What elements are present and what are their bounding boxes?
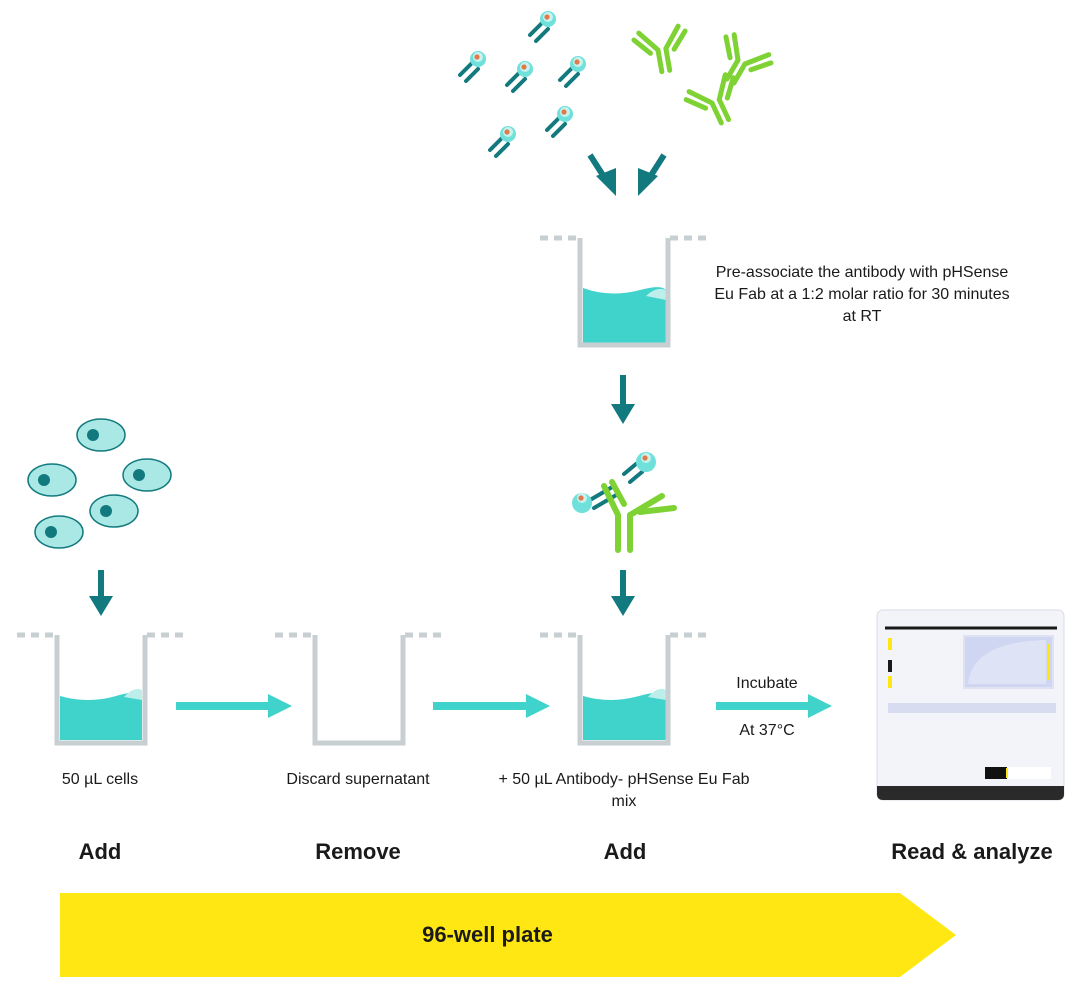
preassociation-well — [540, 235, 710, 348]
converge-arrows — [587, 153, 667, 196]
well-empty — [275, 632, 445, 746]
arrow-right-1 — [176, 694, 292, 718]
arrow-down-left-icon — [596, 168, 616, 196]
arrow-down-right-icon — [638, 168, 658, 196]
cell-icon — [76, 418, 126, 452]
cell-icon — [27, 463, 77, 497]
discard-label: Discard supernatant — [286, 771, 430, 788]
antibodies-group — [633, 25, 774, 132]
incubate-label: Incubate — [736, 675, 798, 692]
well-add-mix — [540, 632, 710, 746]
arrow-incubate — [716, 694, 832, 718]
fab-molecule-icon — [488, 124, 518, 158]
antibody-icon — [684, 72, 749, 132]
arrow-right-icon — [808, 694, 832, 718]
step-read-analyze: Read & analyze — [891, 839, 1053, 864]
cell-icon — [89, 494, 139, 528]
plate-reader-icon — [876, 609, 1065, 801]
step-remove: Remove — [315, 839, 401, 864]
fab-molecule-icon — [558, 54, 588, 88]
arrow-down-icon — [611, 596, 635, 616]
temperature-label: At 37°C — [739, 722, 795, 739]
arrow-down-icon — [89, 596, 113, 616]
plate-banner-arrow — [60, 893, 956, 977]
cells-volume-label: 50 µL cells — [61, 771, 139, 788]
banner-label: 96-well plate — [422, 922, 553, 947]
cell-icon — [34, 515, 84, 549]
cell-icon — [122, 458, 172, 492]
step-add-cells: Add — [78, 839, 122, 864]
arrow-into-add-well — [611, 570, 635, 616]
arrow-down-icon — [611, 404, 635, 424]
fab-molecule-icon — [458, 49, 488, 83]
fab-molecule-icon — [528, 9, 558, 43]
arrow-to-complex — [611, 375, 635, 424]
fab-molecules-group — [458, 9, 588, 158]
cells-group — [27, 418, 172, 549]
arrow-right-2 — [433, 694, 550, 718]
antibody-icon — [708, 32, 774, 94]
arrow-right-icon — [526, 694, 550, 718]
preassociation-note: Pre-associate the antibody with pHSense … — [714, 264, 1010, 325]
fab-molecule-icon — [545, 104, 575, 138]
step-add-mix: Add — [603, 839, 647, 864]
fab-molecule-icon — [505, 59, 535, 93]
arrow-right-icon — [268, 694, 292, 718]
arrow-cells-down — [89, 570, 113, 616]
well-cells — [17, 632, 185, 746]
antibody-mix-label: + 50 µL Antibody- pHSense Eu Fab mix — [498, 771, 750, 810]
antibody-icon — [633, 25, 692, 75]
antibody-fab-complex — [572, 452, 677, 553]
